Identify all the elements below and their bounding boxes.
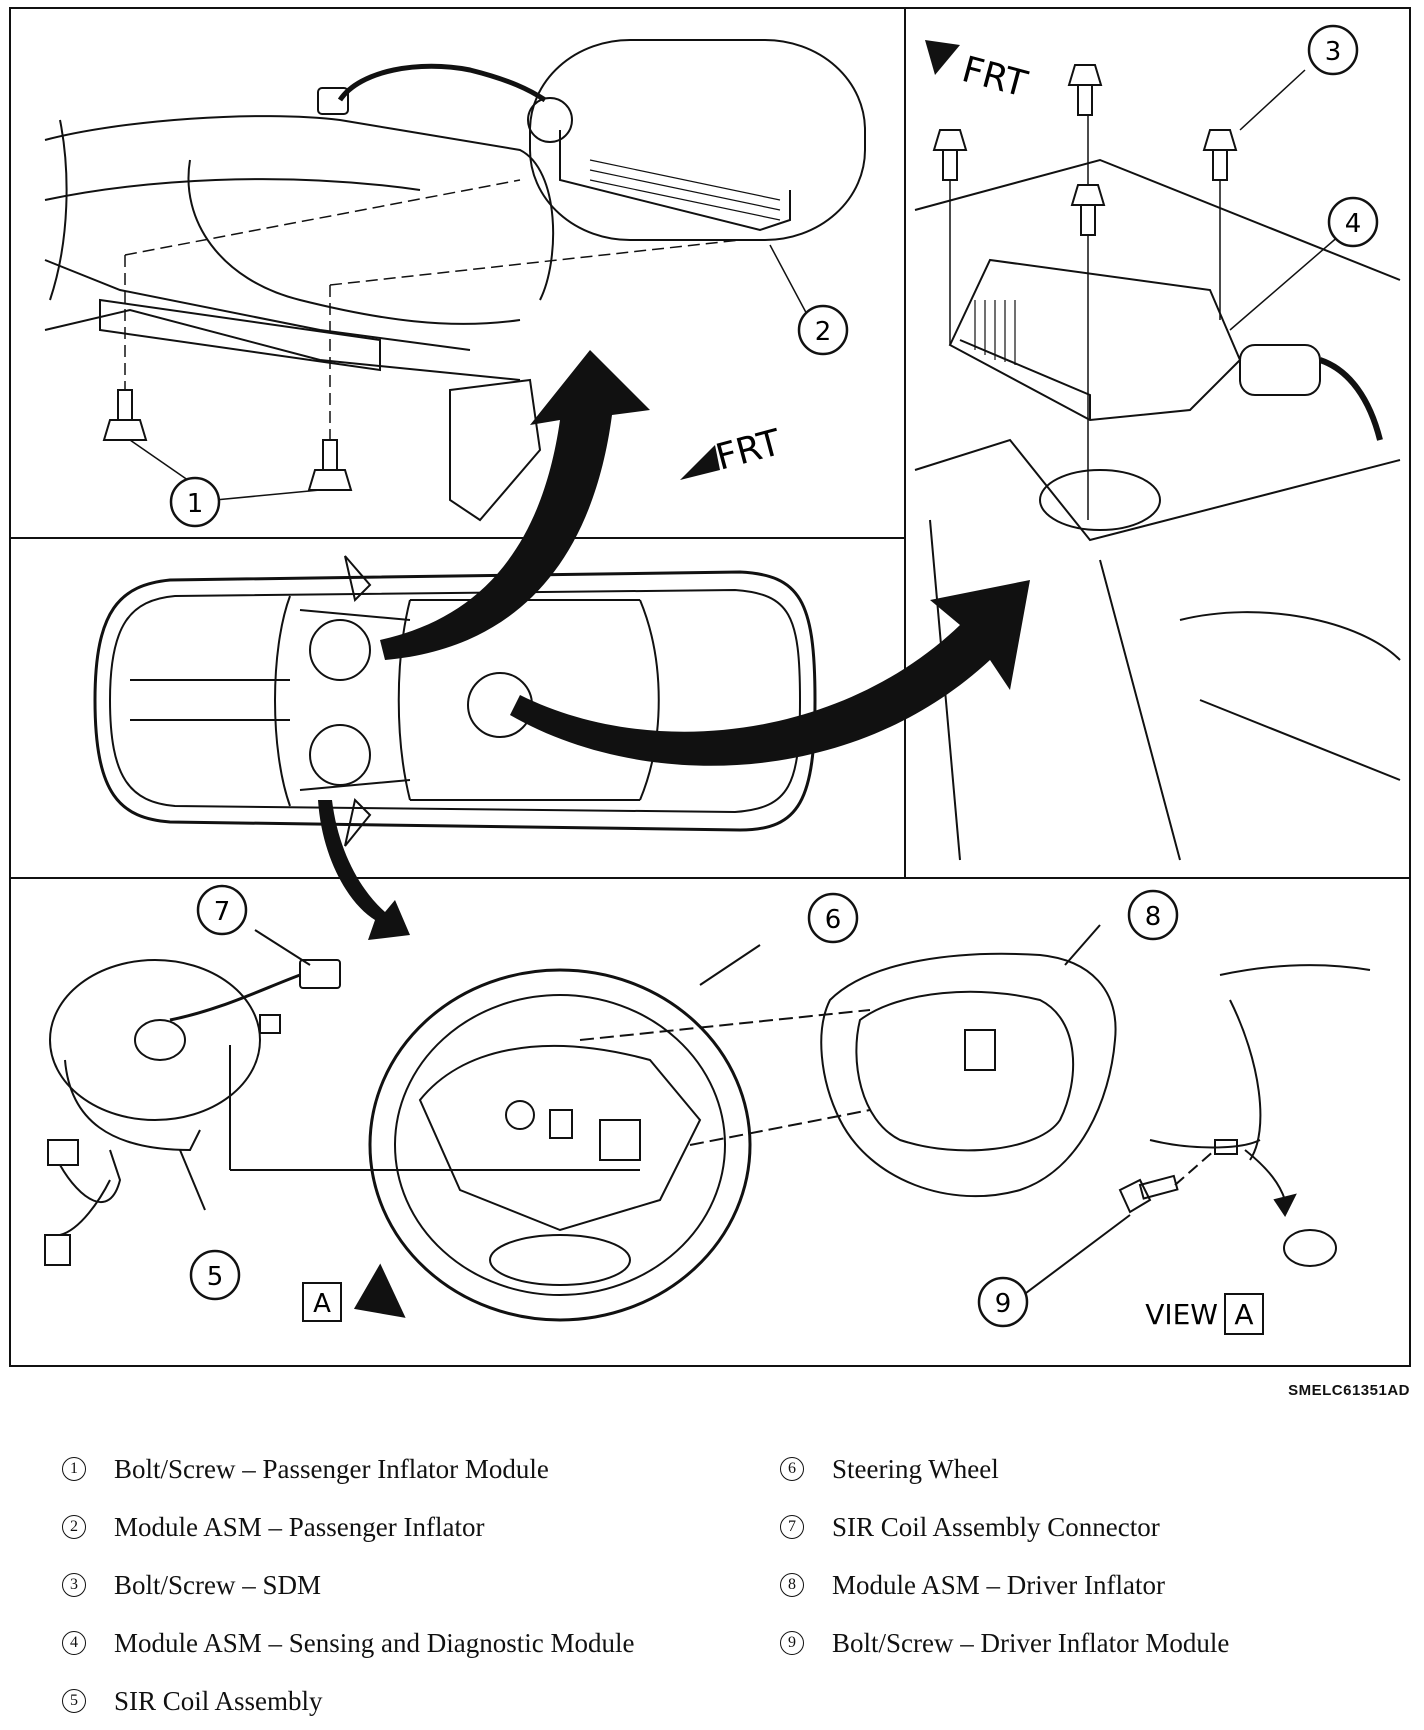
sir-coil-assembly xyxy=(44,959,261,1266)
sir-coil-connector xyxy=(299,959,341,989)
legend-text: Bolt/Screw – SDM xyxy=(114,1569,322,1600)
driver-inflator-module xyxy=(820,952,1117,1198)
legend-text: Steering Wheel xyxy=(832,1453,999,1484)
callout-7: 7 xyxy=(214,897,231,927)
arrow-to-passenger-inflator-icon xyxy=(380,350,650,660)
bolt-icon xyxy=(1202,129,1238,181)
view-a-marker-letter: A xyxy=(313,1289,331,1319)
bolt-icon xyxy=(1070,184,1106,236)
legend-text: Module ASM – Sensing and Diagnostic Modu… xyxy=(114,1627,635,1658)
legend-number: 6 xyxy=(780,1457,804,1481)
bolt-icon xyxy=(1067,64,1103,116)
callout-4: 4 xyxy=(1345,209,1362,239)
sdm-module xyxy=(948,258,1242,422)
legend-text: Module ASM – Passenger Inflator xyxy=(114,1511,485,1542)
bolt-icon xyxy=(932,129,968,181)
callout-numbers: 1 2 3 4 5 6 7 8 9 xyxy=(187,37,1362,1319)
figure-reference-code: SMELC61351AD xyxy=(1288,1382,1410,1399)
legend-right: 6 Steering Wheel 7 SIR Coil Assembly Con… xyxy=(780,1440,1229,1672)
arrow-to-steering-wheel-icon xyxy=(318,800,410,940)
panel-steering-wheel xyxy=(9,877,1411,1367)
legend-item: 4 Module ASM – Sensing and Diagnostic Mo… xyxy=(62,1614,635,1672)
legend-number: 8 xyxy=(780,1573,804,1597)
callout-8: 8 xyxy=(1145,902,1162,932)
legend-number: 1 xyxy=(62,1457,86,1481)
view-a-arrow-icon xyxy=(353,1263,406,1318)
bolt-icon xyxy=(1118,1174,1179,1214)
legend-item: 5 SIR Coil Assembly xyxy=(62,1672,635,1730)
callouts xyxy=(169,24,1379,1328)
legend-item: 2 Module ASM – Passenger Inflator xyxy=(62,1498,635,1556)
curved-arrows xyxy=(318,350,1030,940)
legend-number: 9 xyxy=(780,1631,804,1655)
panel-sdm xyxy=(904,7,1411,879)
legend-number: 3 xyxy=(62,1573,86,1597)
passenger-inflator-drawing xyxy=(44,39,866,522)
sdm-drawing xyxy=(914,64,1401,861)
legend-text: SIR Coil Assembly Connector xyxy=(832,1511,1160,1542)
legend-item: 3 Bolt/Screw – SDM xyxy=(62,1556,635,1614)
legend-item: 9 Bolt/Screw – Driver Inflator Module xyxy=(780,1614,1229,1672)
steering-wheel xyxy=(368,968,752,1322)
vehicle-top-view xyxy=(93,555,817,847)
callout-1: 1 xyxy=(187,489,204,519)
arrow-to-sdm-icon xyxy=(510,580,1030,766)
legend-number: 5 xyxy=(62,1689,86,1713)
legend-number: 4 xyxy=(62,1631,86,1655)
legend-item: 7 SIR Coil Assembly Connector xyxy=(780,1498,1229,1556)
legend-left: 1 Bolt/Screw – Passenger Inflator Module… xyxy=(62,1440,635,1730)
steering-wheel-drawing xyxy=(44,924,1371,1322)
location-marker-passenger-airbag xyxy=(309,619,371,681)
view-a-caption: VIEW xyxy=(1145,1298,1218,1331)
frt-arrow-icon xyxy=(925,40,960,75)
legend-text: Bolt/Screw – Driver Inflator Module xyxy=(832,1627,1230,1658)
frt-label-top-left: FRT xyxy=(712,422,786,479)
harness-connector xyxy=(317,87,349,115)
bolt-icon xyxy=(102,389,148,441)
callout-6: 6 xyxy=(825,905,842,935)
legend-number: 2 xyxy=(62,1515,86,1539)
callout-9: 9 xyxy=(995,1289,1012,1319)
view-a-caption-letter: A xyxy=(1234,1298,1253,1331)
legend-number: 7 xyxy=(780,1515,804,1539)
legend-text: SIR Coil Assembly xyxy=(114,1685,323,1716)
frt-arrow-icon xyxy=(680,445,720,480)
panel-frames xyxy=(9,7,1411,1367)
sdm-connector xyxy=(1239,344,1321,396)
frt-label-top-right: FRT xyxy=(958,49,1032,106)
location-marker-driver-airbag xyxy=(309,724,371,786)
view-a-caption-box xyxy=(1224,1293,1264,1335)
airbag-system-diagram: FRT xyxy=(9,7,1411,1367)
callout-2: 2 xyxy=(815,317,832,347)
bolt-icon xyxy=(307,439,353,491)
callout-3: 3 xyxy=(1325,37,1342,67)
legend-text: Bolt/Screw – Passenger Inflator Module xyxy=(114,1453,549,1484)
inflator-module xyxy=(529,39,866,241)
legend-text: Module ASM – Driver Inflator xyxy=(832,1569,1165,1600)
callout-5: 5 xyxy=(207,1262,224,1292)
legend-item: 6 Steering Wheel xyxy=(780,1440,1229,1498)
view-a-marker xyxy=(302,1282,342,1322)
legend-item: 8 Module ASM – Driver Inflator xyxy=(780,1556,1229,1614)
legend-item: 1 Bolt/Screw – Passenger Inflator Module xyxy=(62,1440,635,1498)
